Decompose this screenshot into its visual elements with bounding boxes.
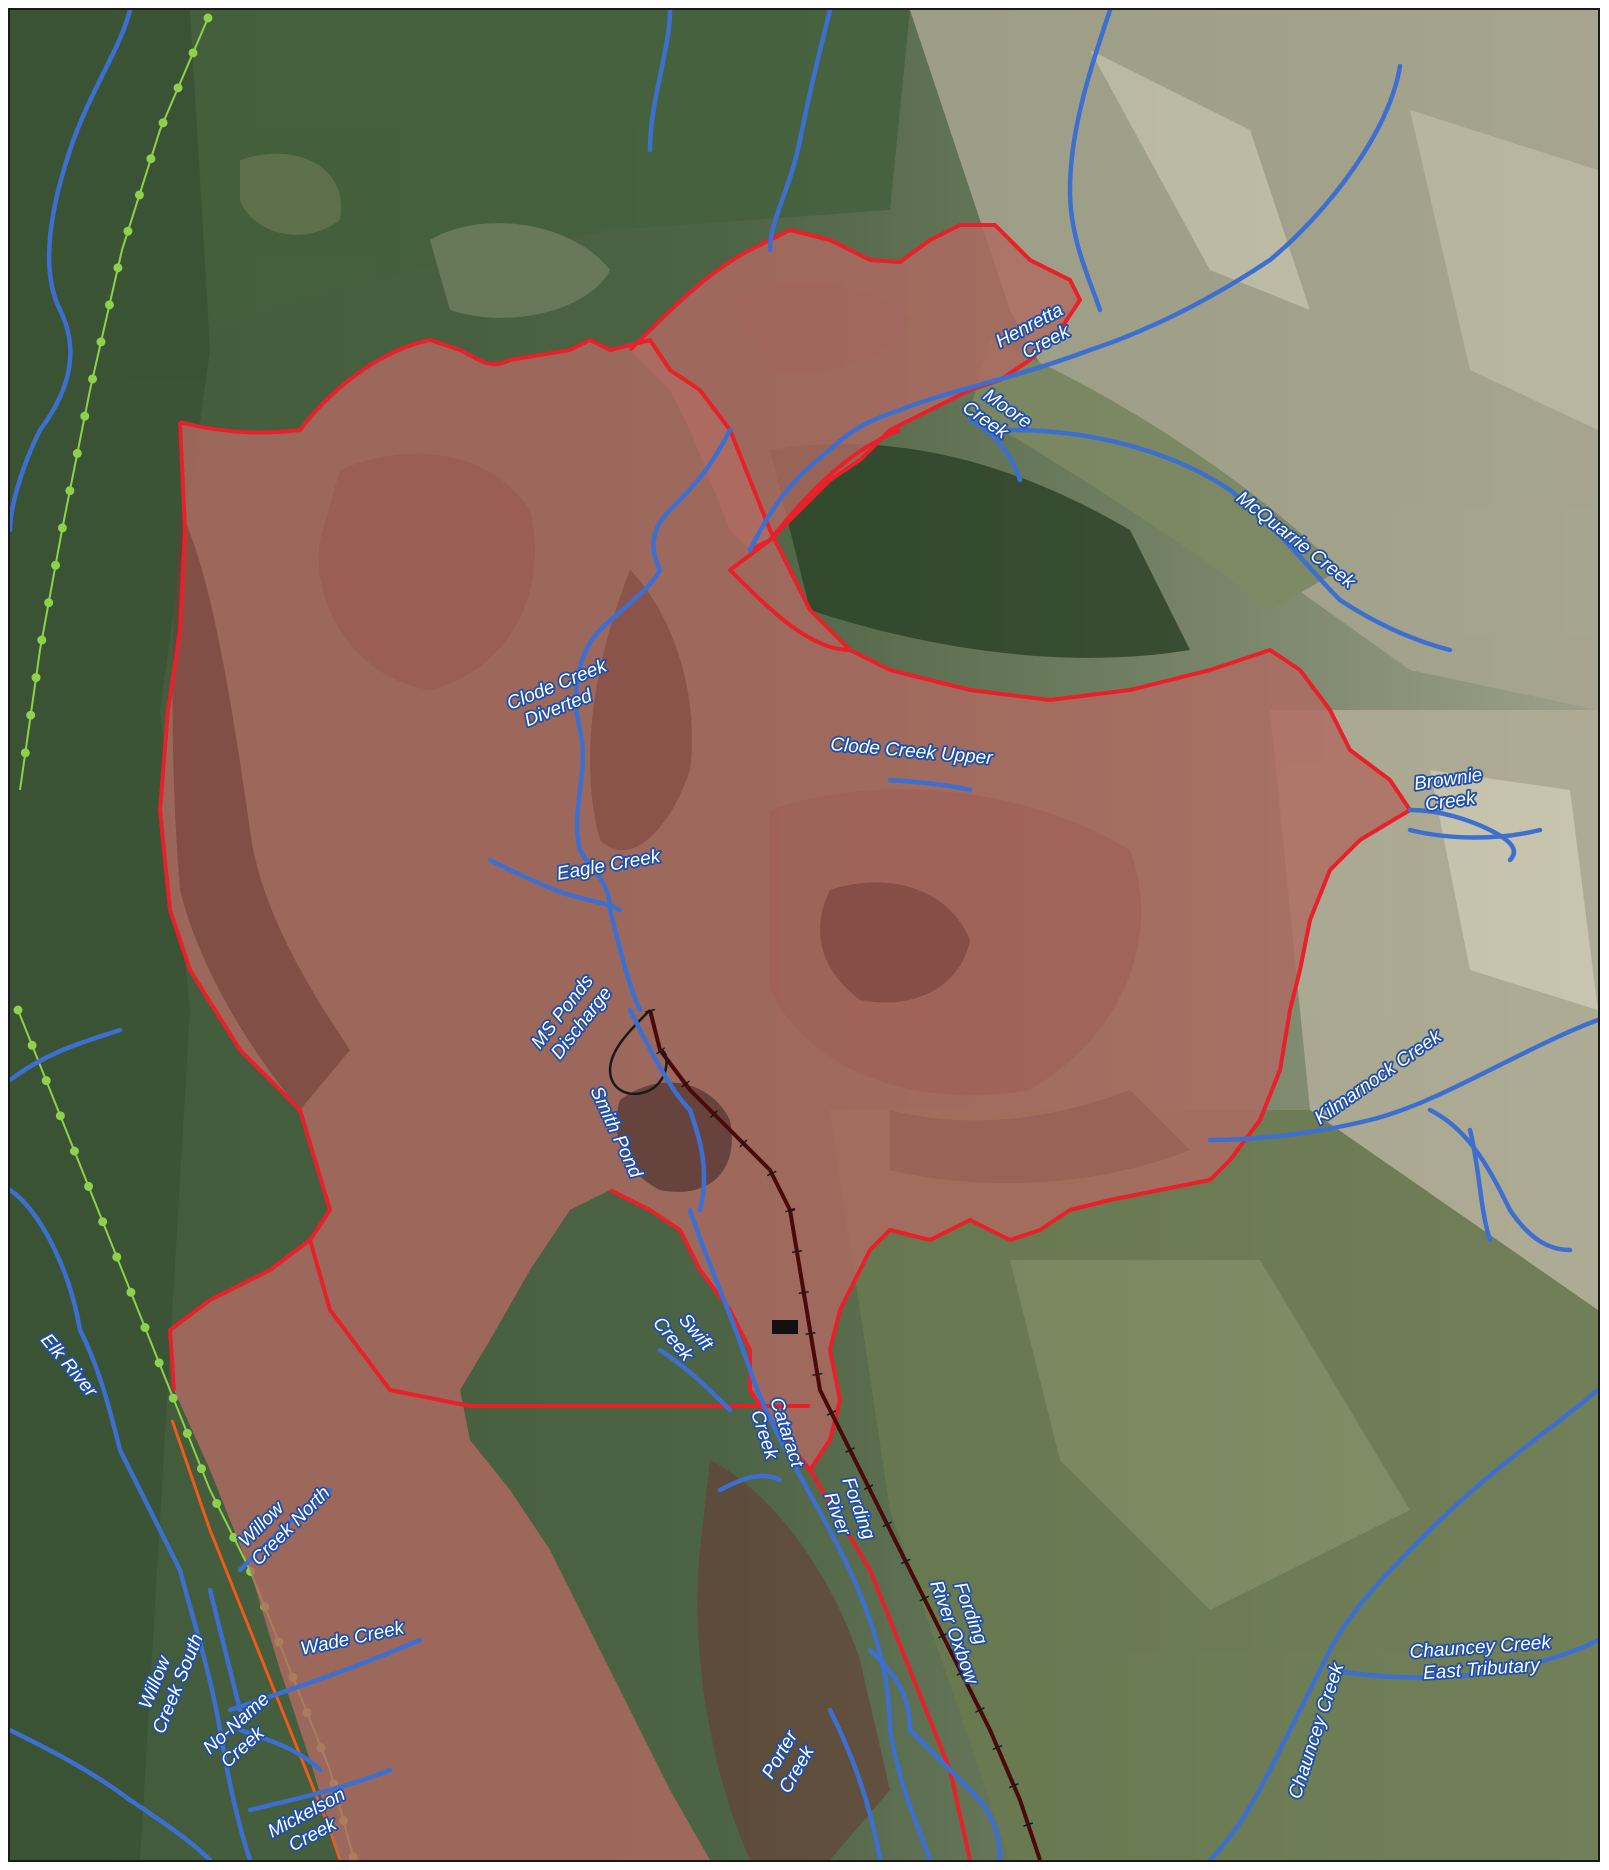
mine-dark-center (590, 570, 692, 851)
stream-west-lower[interactable] (10, 1727, 213, 1860)
map-frame: Henretta Creek Moore Creek McQuarrie Cre… (8, 8, 1600, 1862)
mine-pit-4 (730, 282, 910, 373)
stream-fording-oxbow[interactable] (867, 1647, 1003, 1860)
stream-north-tributary-2[interactable] (647, 10, 673, 153)
streams[interactable] (10, 10, 1598, 1860)
stream-elk-river-west[interactable] (10, 1027, 123, 1083)
railway (608, 1008, 1045, 1860)
stream-willow-creek-north[interactable] (237, 1487, 333, 1573)
permit-boundary[interactable] (158, 223, 1412, 1860)
stream-eagle-creek[interactable] (487, 857, 623, 913)
stream-smith-pond[interactable] (627, 1007, 707, 1213)
railway-loop (608, 1009, 668, 1096)
west-forest (10, 10, 210, 1860)
stream-clode-upper[interactable] (887, 777, 973, 793)
mine-permit-area[interactable] (160, 225, 1410, 1860)
mine-pit-1 (318, 453, 536, 690)
transmission-line-north (19, 17, 209, 791)
stream-henretta-north[interactable] (1067, 10, 1113, 313)
boundary-notch[interactable] (728, 428, 901, 652)
east-ridge (1430, 770, 1598, 1010)
central-forest (770, 443, 1190, 658)
stream-kilmarnock-trib-2[interactable] (1467, 1127, 1493, 1243)
stream-cataract-creek[interactable] (717, 1473, 783, 1493)
boundary-east-strip[interactable] (768, 1418, 972, 1860)
stream-kilmarnock-creek[interactable] (1207, 1017, 1598, 1143)
rail-station (772, 1320, 798, 1334)
ne-ridge-2 (1410, 110, 1598, 430)
stream-porter-creek[interactable] (827, 1707, 883, 1860)
stream-henretta-creek[interactable] (747, 63, 1403, 553)
stream-mcquarrie-creek[interactable] (1007, 427, 1453, 653)
ne-ridge-1 (1090, 50, 1310, 310)
stream-chauncey-north[interactable] (1327, 1387, 1598, 1653)
se-slope-light (1010, 1260, 1410, 1610)
stream-north-tributary[interactable] (767, 10, 833, 253)
north-clearing-2 (240, 153, 342, 235)
mcquarrie-valley (970, 340, 1340, 610)
stream-moore-creek[interactable] (967, 417, 1023, 483)
stream-mickelson-creek[interactable] (247, 1767, 393, 1813)
ne-mountains (910, 10, 1598, 710)
stream-wade-creek[interactable] (227, 1637, 423, 1713)
boundary-henretta[interactable] (628, 223, 1082, 552)
stream-ms-ponds[interactable] (607, 907, 643, 1013)
mine-dark-west (172, 510, 350, 1110)
stream-clode-diverted[interactable] (573, 427, 733, 913)
boundary-west[interactable] (179, 338, 1412, 1472)
north-clearing (430, 223, 610, 318)
stream-brownie-east[interactable] (1407, 827, 1543, 840)
stream-swift-creek[interactable] (657, 1347, 733, 1413)
stream-fording-river[interactable] (687, 1207, 933, 1860)
north-forest (190, 10, 910, 330)
stream-elk-river[interactable] (10, 10, 133, 533)
stream-no-name-creek[interactable] (237, 1727, 323, 1773)
stream-chauncey-creek[interactable] (1207, 1647, 1333, 1860)
stream-willow-creek-south[interactable] (207, 1587, 243, 1713)
boundary-west-edge[interactable] (158, 421, 332, 1391)
mine-pit-3 (820, 882, 970, 1003)
stream-elk-river-south[interactable] (10, 1187, 253, 1860)
mine-area-west[interactable] (160, 340, 1410, 1860)
stream-chauncey-east[interactable] (1327, 1637, 1598, 1680)
stream-kilmarnock-trib-1[interactable] (1427, 1107, 1573, 1253)
highway-line (170, 1419, 342, 1860)
map-canvas[interactable]: Henretta Creek Moore Creek McQuarrie Cre… (10, 10, 1598, 1860)
boundary-internal-divider[interactable] (308, 1239, 810, 1408)
mine-dark-south (697, 1460, 890, 1860)
railway-main (648, 1009, 1042, 1860)
stream-brownie-creek[interactable] (1407, 807, 1517, 863)
